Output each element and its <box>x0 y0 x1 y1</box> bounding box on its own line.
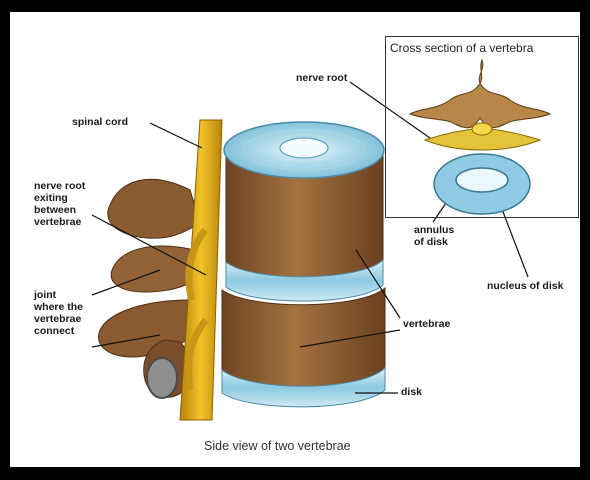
label-nerve-root-exiting: nerve root exiting between vertebrae <box>34 180 85 228</box>
label-nerve-root: nerve root <box>296 72 347 84</box>
lower-vertebra <box>222 288 385 387</box>
label-spinal-cord: spinal cord <box>72 116 128 128</box>
label-disk: disk <box>401 386 422 398</box>
inset-frame <box>385 36 579 218</box>
label-nucleus: nucleus of disk <box>487 280 563 292</box>
figure-caption: Side view of two vertebrae <box>204 439 351 453</box>
transverse-process-cross-section <box>147 358 177 398</box>
inset-title: Cross section of a vertebra <box>390 41 533 55</box>
label-annulus: annulus of disk <box>414 224 454 248</box>
spinal-cord <box>180 120 222 420</box>
label-joint: joint where the vertebrae connect <box>34 289 83 337</box>
top-disk <box>224 122 384 178</box>
label-vertebrae: vertebrae <box>403 318 450 330</box>
